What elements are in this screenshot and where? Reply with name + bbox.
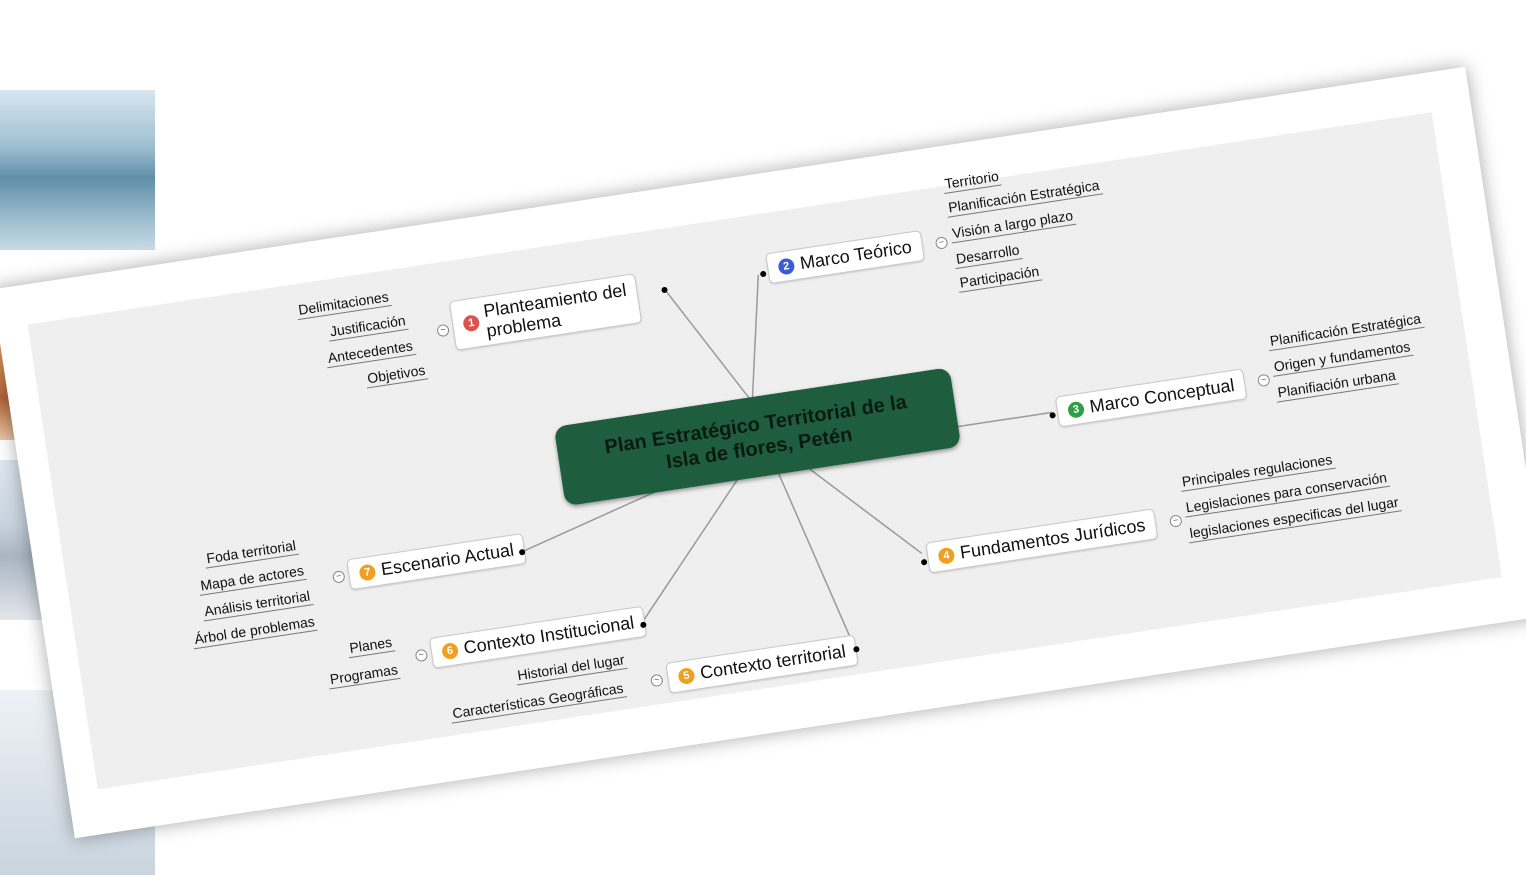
priority-2-icon: 2 (777, 256, 796, 276)
priority-7-icon: 7 (358, 562, 377, 582)
connector-6 (638, 477, 740, 627)
connector-2 (751, 274, 760, 403)
lake-photo (0, 90, 155, 250)
connector-1 (663, 288, 753, 403)
connector-5 (777, 471, 857, 650)
priority-1-icon: 1 (462, 314, 481, 333)
connector-7 (517, 489, 660, 555)
priority-5-icon: 5 (677, 666, 696, 685)
priority-4-icon: 4 (937, 546, 956, 565)
mind-map-card: Plan Estratégico Territorial de la Isla … (0, 66, 1526, 839)
connector-4 (807, 466, 923, 555)
priority-3-icon: 3 (1066, 400, 1086, 419)
connectors (517, 274, 1053, 650)
mind-map-canvas: Plan Estratégico Territorial de la Isla … (27, 112, 1502, 790)
priority-6-icon: 6 (440, 641, 460, 660)
